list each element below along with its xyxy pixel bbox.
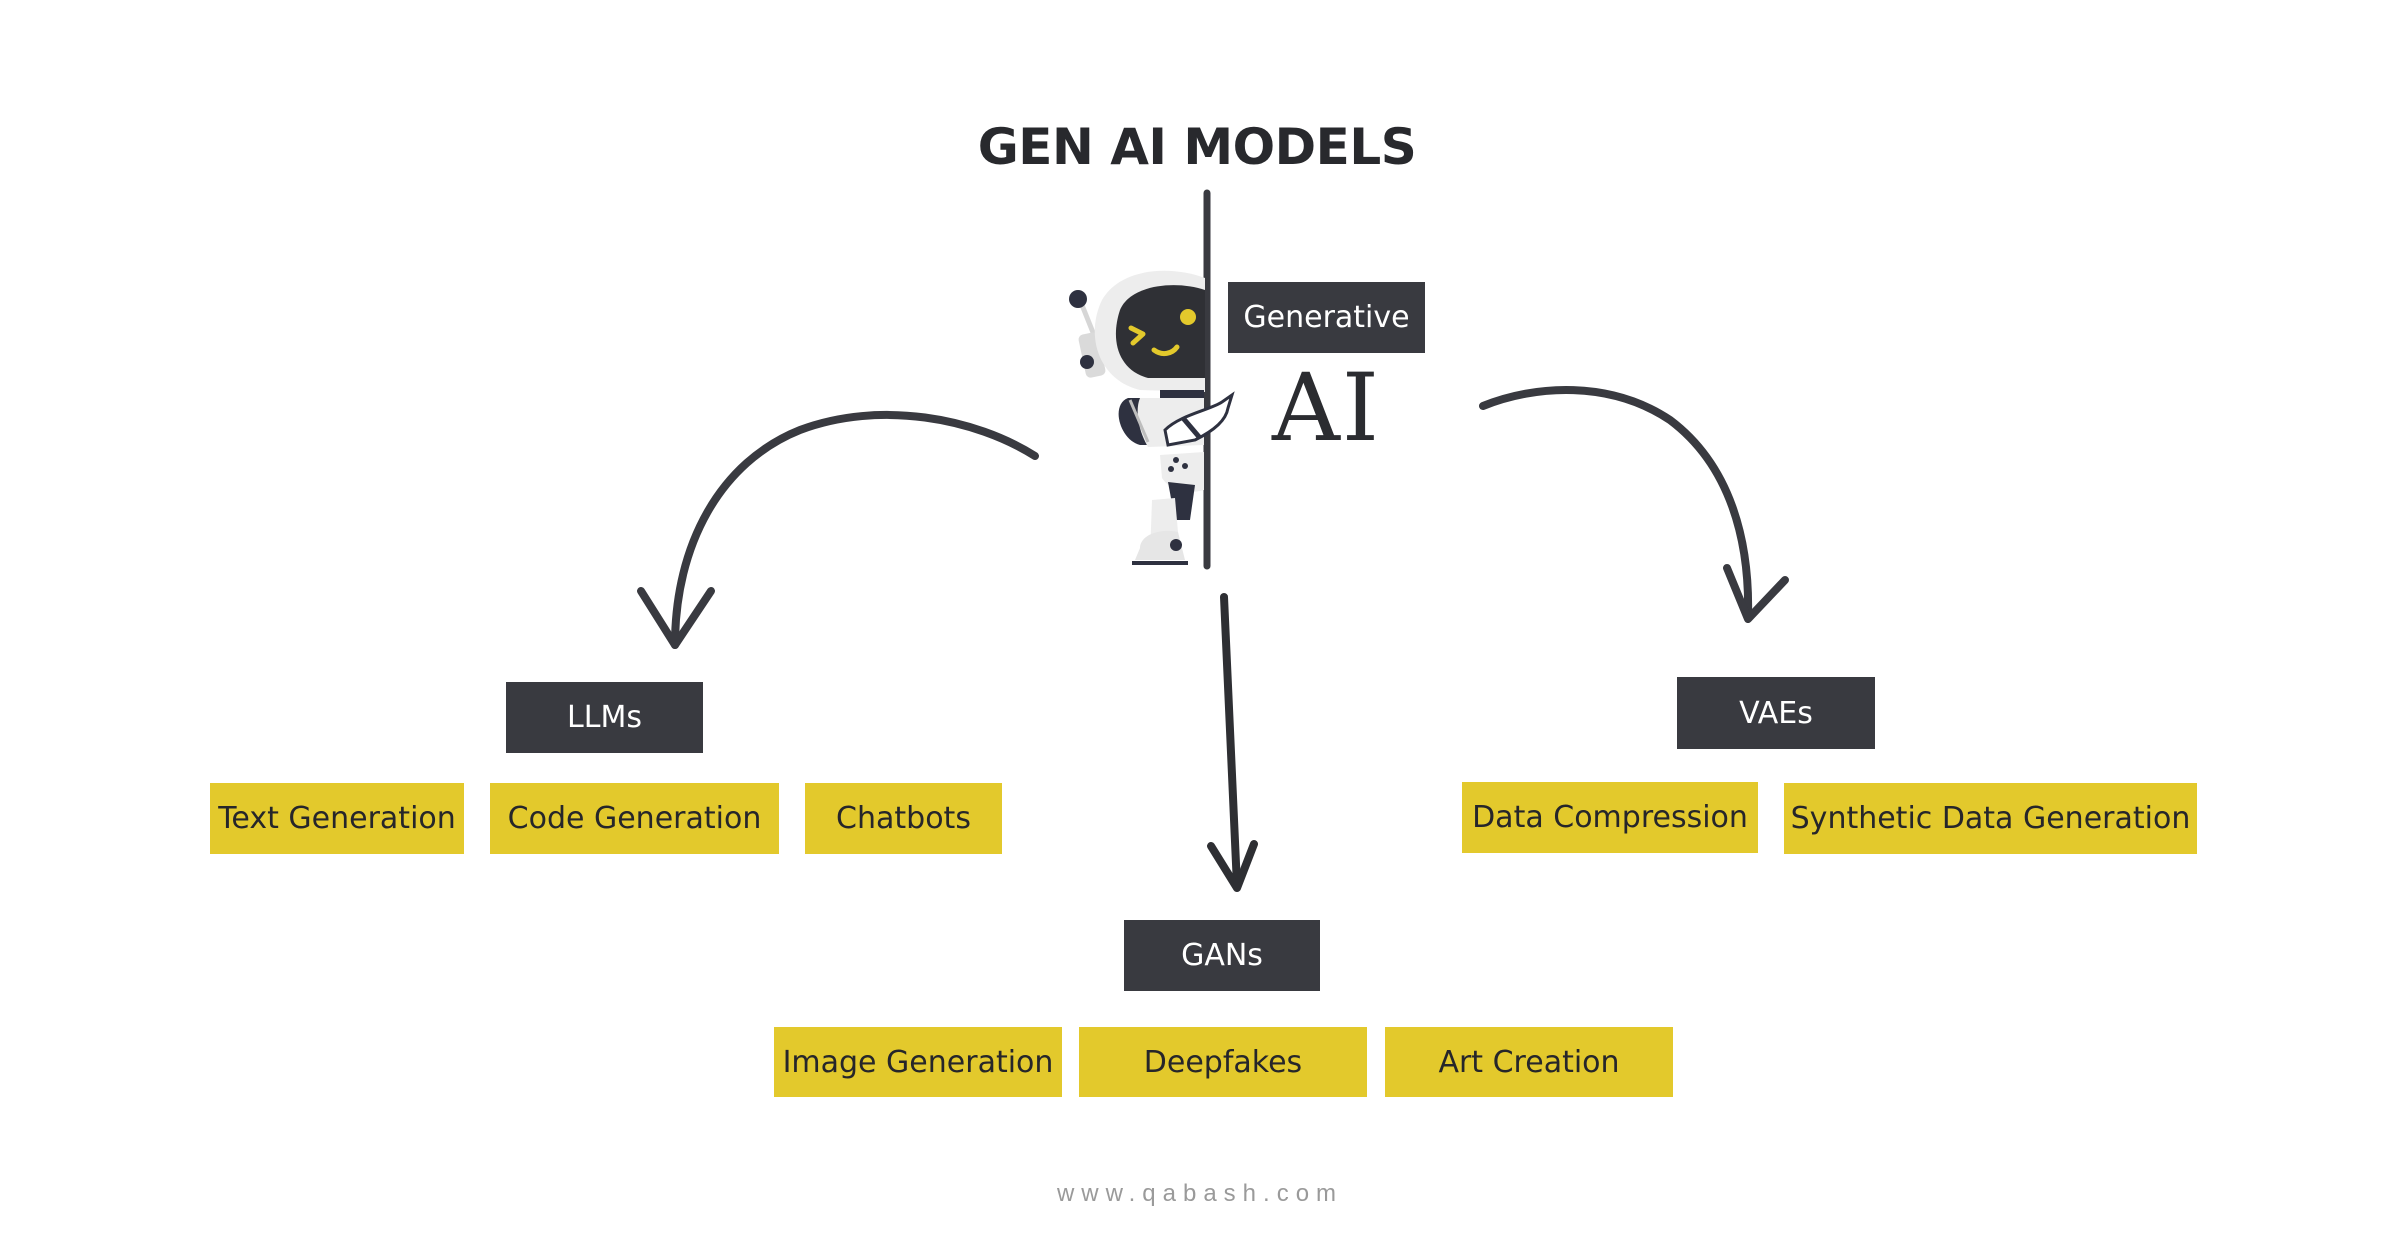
app-synthetic-data-generation: Synthetic Data Generation	[1784, 783, 2197, 854]
branch-gans: GANs	[1124, 920, 1320, 991]
robot-mascot-icon	[1069, 270, 1235, 565]
app-image-generation: Image Generation	[774, 1027, 1062, 1097]
page-title: GEN AI MODELS	[977, 118, 1417, 176]
app-text-generation: Text Generation	[210, 783, 464, 854]
ai-heading: AI	[1272, 354, 1382, 463]
app-data-compression: Data Compression	[1462, 782, 1758, 853]
branch-vaes: VAEs	[1677, 677, 1875, 749]
arrow-to-gans	[1207, 593, 1258, 892]
footer-website: www.qabash.com	[1056, 1180, 1344, 1207]
app-code-generation: Code Generation	[490, 783, 779, 854]
app-chatbots: Chatbots	[805, 783, 1002, 854]
generative-badge: Generative	[1228, 282, 1425, 353]
app-art-creation: Art Creation	[1385, 1027, 1673, 1097]
arrow-to-llms	[637, 411, 1039, 649]
branch-llms: LLMs	[506, 682, 703, 753]
arrow-to-vaes	[1479, 386, 1789, 623]
app-deepfakes: Deepfakes	[1079, 1027, 1367, 1097]
